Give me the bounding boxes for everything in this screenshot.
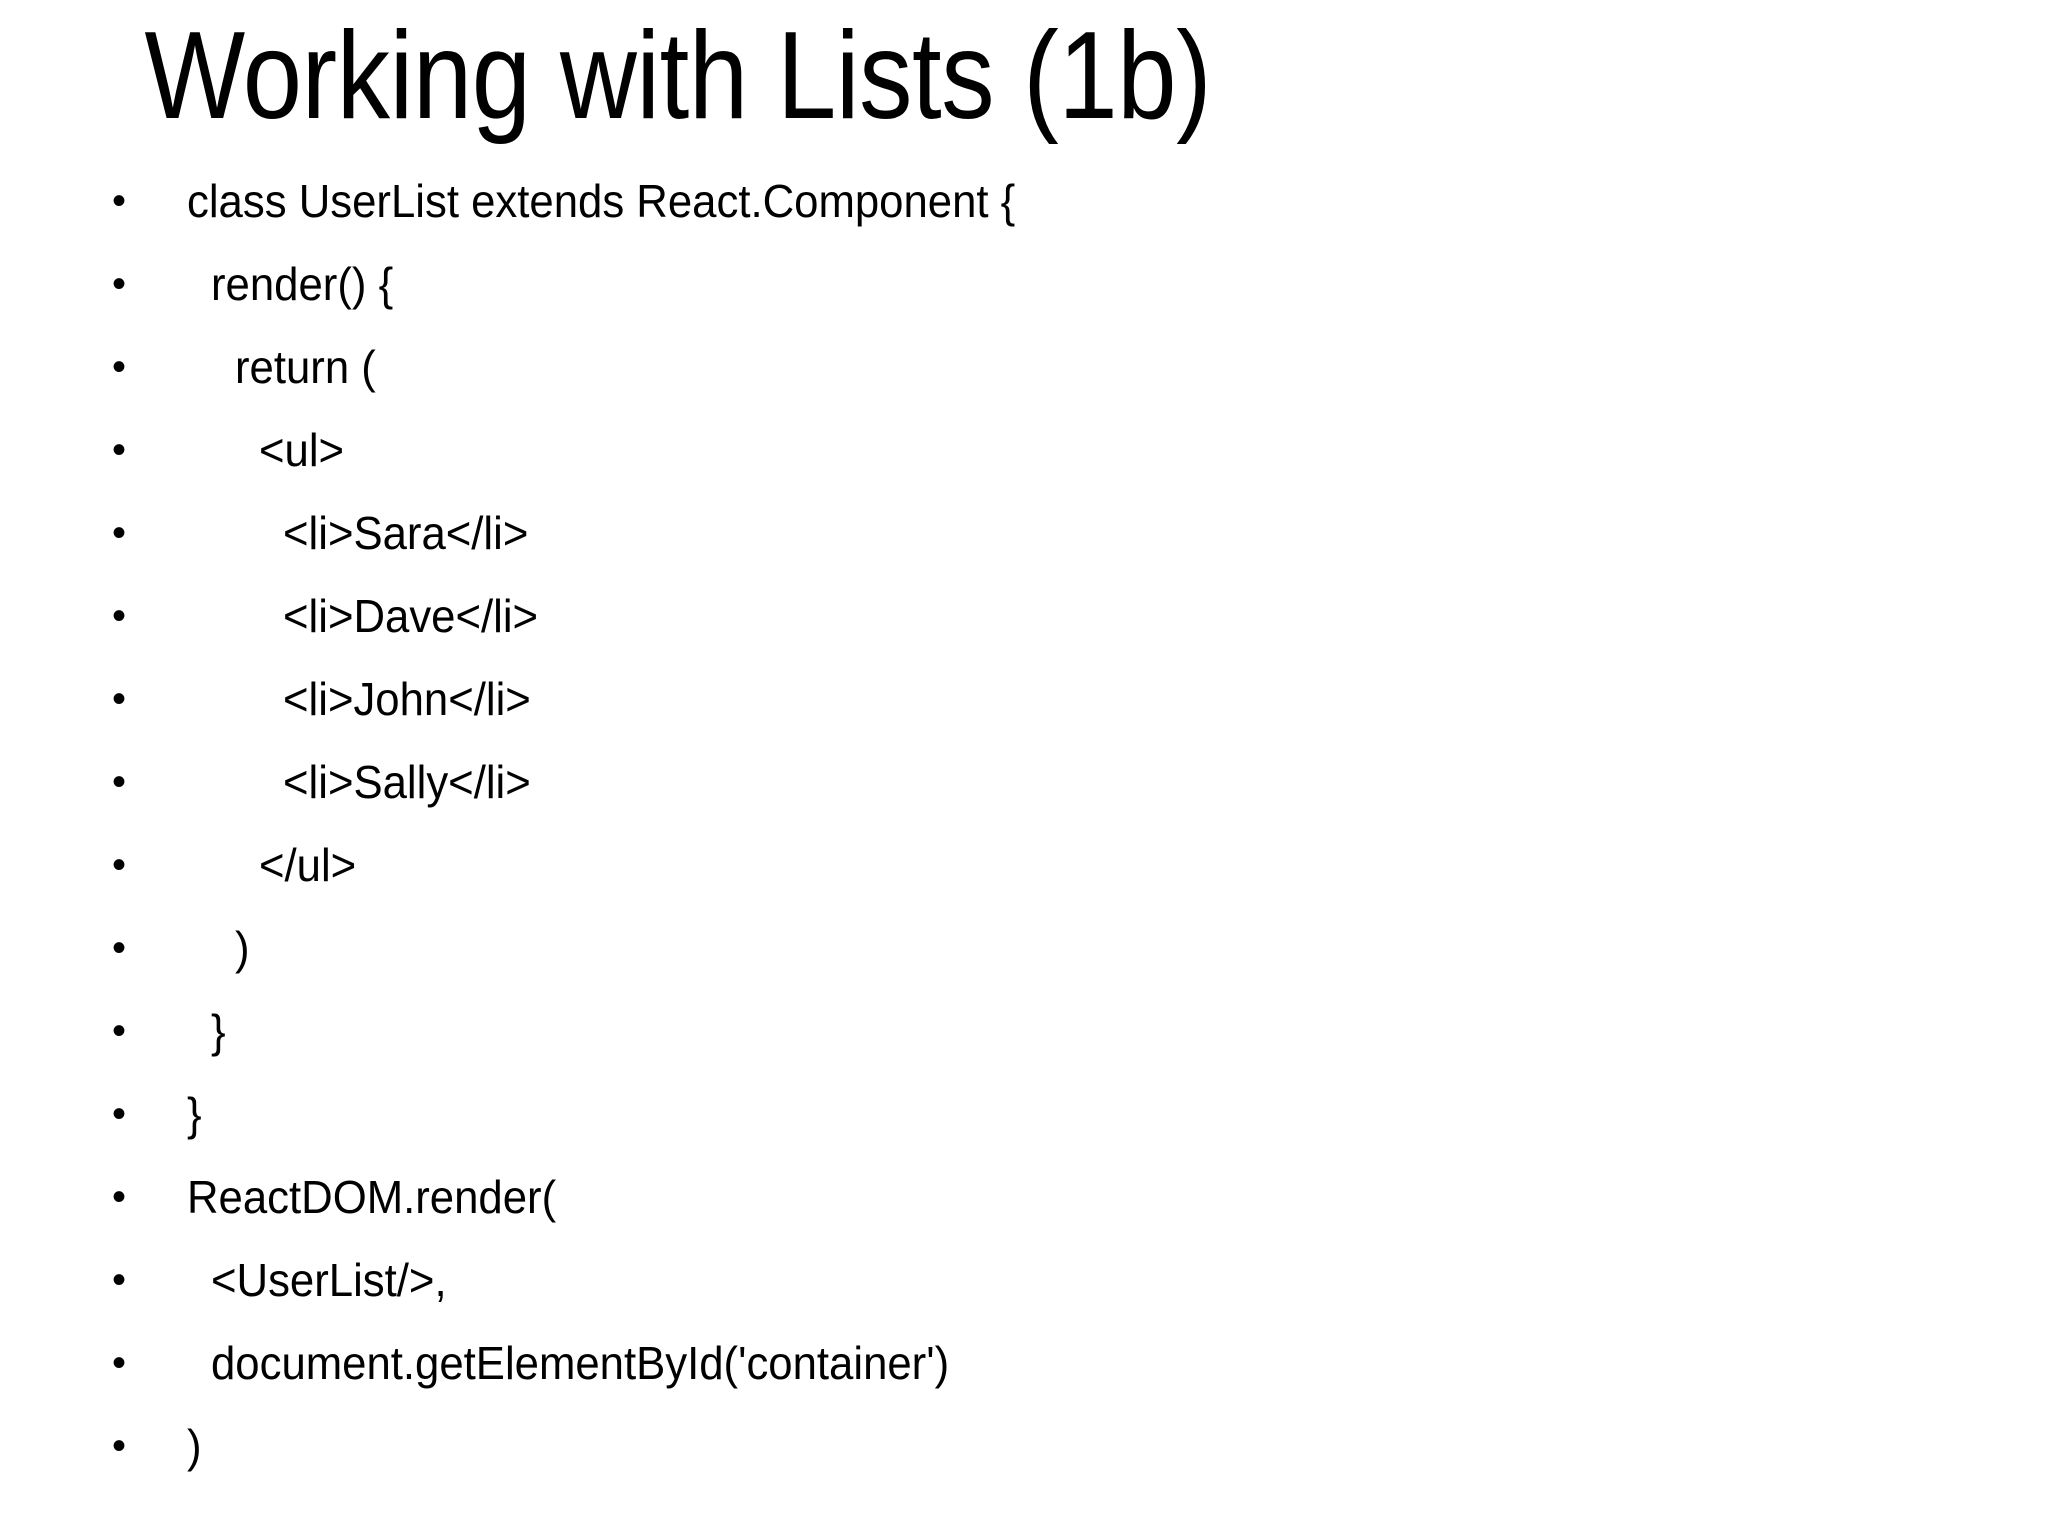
list-item-label: <ul> [259,424,345,476]
list-item: • class UserList extends React.Component … [0,160,2048,243]
bullet-point-icon: • [112,262,127,306]
bullet-point-icon: • [112,1009,127,1053]
list-item: • <li>John</li> [0,658,2048,741]
bullet-point-icon: • [112,1175,127,1219]
bullet-point-icon: • [112,1341,127,1385]
list-item-label: render() { [211,258,394,310]
bullet-point-icon: • [112,1424,127,1468]
list-item-label: return ( [235,341,376,393]
list-item: • <li>Sally</li> [0,741,2048,824]
list-item: • ReactDOM.render( [0,1156,2048,1239]
bullet-point-icon: • [112,1258,127,1302]
list-item: •} [0,990,2048,1073]
list-item-label: class UserList extends React.Component { [187,175,1016,227]
list-item-label: ReactDOM.render( [187,1171,557,1223]
list-item-label: </ul> [259,839,357,891]
bullet-point-icon: • [112,179,127,223]
page-title: Working with Lists (1b) [144,7,1212,145]
list-item-label: document.getElementById('container') [211,1337,950,1389]
bullet-point-icon: • [112,1092,127,1136]
list-item-label: <li>Dave</li> [283,590,539,642]
list-item: • render() { [0,243,2048,326]
bullet-point-icon: • [112,345,127,389]
list-item: • <ul> [0,409,2048,492]
list-item-label: <UserList/>, [211,1254,447,1306]
list-item: • </ul> [0,824,2048,907]
bullet-point-icon: • [112,594,127,638]
bullet-point-icon: • [112,677,127,721]
list-item-label: <li>Sally</li> [283,756,531,808]
list-item-label: } [187,1088,202,1140]
list-item-label: <li>John</li> [283,673,531,725]
list-item-label: <li>Sara</li> [283,507,529,559]
bullet-point-icon: • [112,428,127,472]
bullet-point-icon: • [112,760,127,804]
bullet-point-icon: • [112,843,127,887]
list-item: • <li>Sara</li> [0,492,2048,575]
list-item: • return ( [0,326,2048,409]
bullet-point-icon: • [112,926,127,970]
code-bullet-list: • class UserList extends React.Component … [0,160,2048,1488]
list-item-label: ) [187,1420,202,1472]
list-item: •) [0,907,2048,990]
list-item: •) [0,1405,2048,1488]
bullet-point-icon: • [112,511,127,555]
list-item: • document.getElementById('container') [0,1322,2048,1405]
list-item: •} [0,1073,2048,1156]
list-item: • <UserList/>, [0,1239,2048,1322]
list-item-label: ) [235,922,250,974]
list-item: • <li>Dave</li> [0,575,2048,658]
list-item-label: } [211,1005,226,1057]
